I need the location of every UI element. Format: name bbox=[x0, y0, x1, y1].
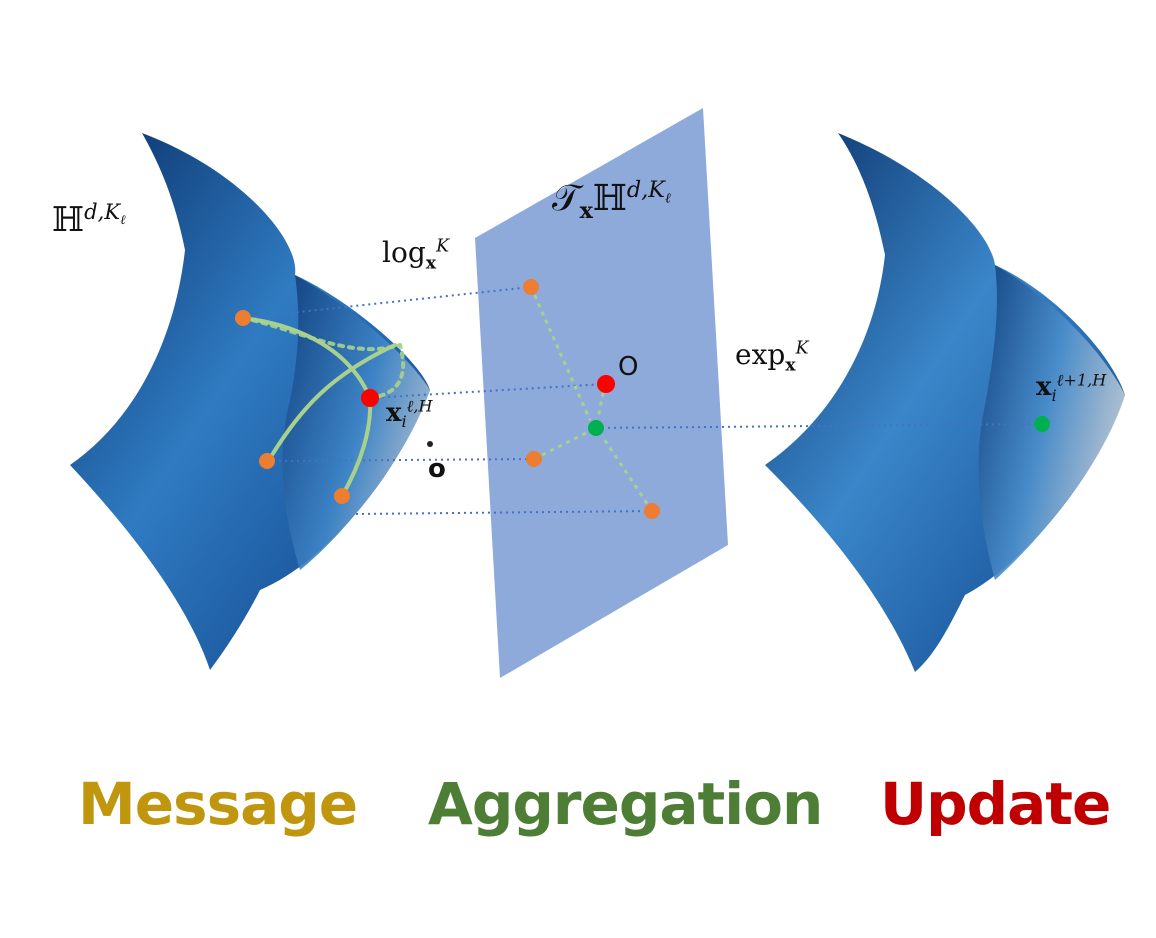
origin-left-label: o bbox=[428, 454, 446, 484]
left-manifold-back-sheet bbox=[70, 133, 430, 670]
log-map-line-1 bbox=[242, 286, 532, 319]
neighbor-node-2 bbox=[259, 453, 275, 469]
agg-arrow-1 bbox=[529, 286, 592, 421]
tangent-plane bbox=[475, 108, 728, 678]
agg-arrow-4 bbox=[596, 383, 607, 419]
neighbor-node-1 bbox=[235, 310, 251, 326]
aggregated-node bbox=[588, 420, 604, 436]
agg-arrow-3 bbox=[600, 435, 654, 512]
tangent-origin-label: O bbox=[618, 352, 639, 382]
stage-label-aggregation: Aggregation bbox=[428, 770, 823, 838]
tangent-space-label: 𝒯xℍd,Kℓ bbox=[552, 177, 671, 225]
log-map-line-3 bbox=[266, 458, 535, 462]
stage-label-message: Message bbox=[78, 770, 358, 838]
exp-map-label: expxK bbox=[735, 338, 809, 376]
node-left-label: xiℓ,H bbox=[386, 396, 433, 432]
left-edges bbox=[241, 316, 406, 498]
tangent-node-3 bbox=[644, 503, 660, 519]
right-manifold bbox=[765, 133, 1125, 672]
aggregation-arrows bbox=[529, 286, 654, 512]
right-manifold-front-sheet bbox=[978, 265, 1125, 580]
origin-point-left bbox=[427, 441, 433, 447]
tangent-node-1 bbox=[523, 279, 539, 295]
projection-lines bbox=[242, 286, 1043, 515]
exp-map-line bbox=[595, 423, 1043, 429]
tangent-node-2 bbox=[526, 451, 542, 467]
tangent-origin-node bbox=[597, 375, 615, 393]
center-node-left bbox=[361, 389, 379, 407]
agg-arrow-2 bbox=[533, 430, 589, 461]
log-map-line-4 bbox=[355, 510, 653, 515]
stage-label-update: Update bbox=[880, 770, 1111, 838]
updated-node-right bbox=[1034, 416, 1050, 432]
nodes bbox=[235, 279, 1050, 519]
manifold-left-label: ℍd,Kℓ bbox=[52, 198, 126, 240]
node-right-label: xiℓ+1,H bbox=[1036, 370, 1107, 406]
edge-dotted-1 bbox=[241, 316, 402, 351]
log-map-label: logxK bbox=[382, 236, 450, 274]
edge-solid-3 bbox=[340, 396, 373, 498]
edge-solid-2 bbox=[270, 343, 397, 457]
neighbor-node-3 bbox=[334, 488, 350, 504]
edge-dotted-2 bbox=[368, 343, 406, 400]
